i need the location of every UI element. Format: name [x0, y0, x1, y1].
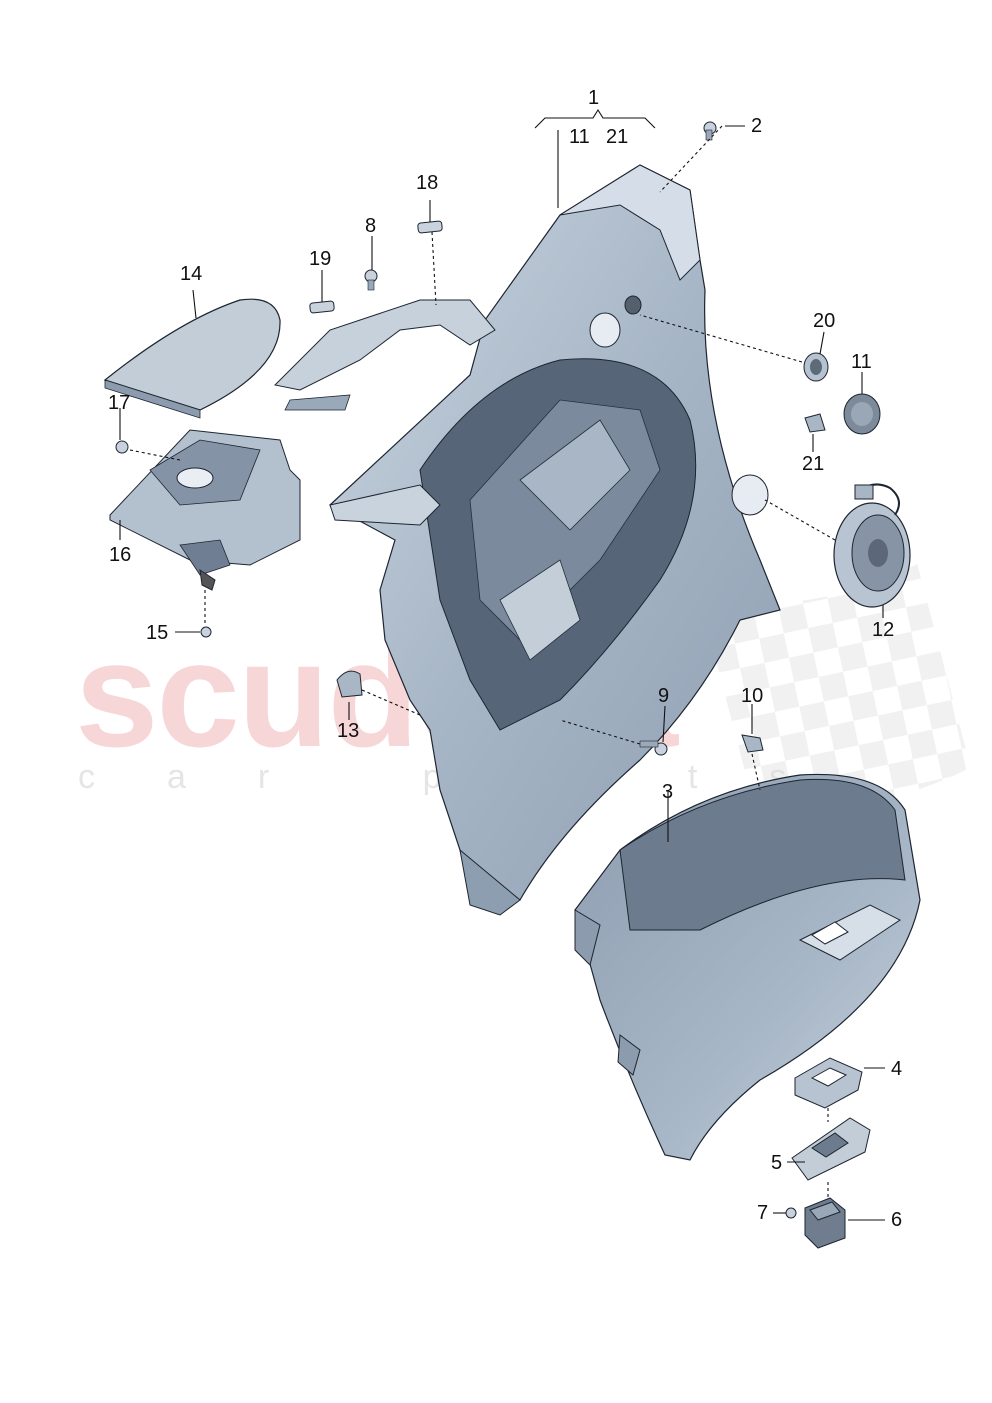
callout-8: 8 [365, 215, 377, 237]
screw-part-2 [703, 121, 717, 141]
callout-18: 18 [416, 172, 439, 194]
watermark-tagline: car parts [78, 758, 859, 796]
bracket-part-5 [791, 1117, 871, 1181]
clip-part-13 [336, 670, 363, 698]
callout-19: 19 [309, 248, 332, 270]
callout-12: 12 [872, 619, 895, 641]
speaker-part-12 [833, 483, 911, 608]
callout-4: 4 [891, 1058, 903, 1080]
pad-part-18 [417, 220, 443, 234]
callout-20: 20 [813, 310, 836, 332]
housing-part-16 [109, 429, 301, 591]
leader-lines [119, 108, 885, 1221]
callout-9: 9 [658, 685, 670, 707]
pad-part-19 [309, 300, 335, 314]
screw-part-8 [364, 269, 378, 291]
clip-part-10 [741, 734, 764, 753]
screw-part-17 [115, 440, 129, 454]
side-panel-part [328, 164, 781, 916]
speaker-cover-part-11 [843, 393, 881, 435]
callout-10: 10 [741, 685, 764, 707]
callout-7: 7 [757, 1202, 769, 1224]
callout-1: 1 [588, 87, 600, 109]
screw-part-15 [200, 626, 212, 638]
callout-21: 21 [802, 453, 825, 475]
lid-part-14 [103, 298, 281, 419]
callout-16: 16 [109, 544, 132, 566]
trim-strip-part [273, 299, 496, 411]
callout-6: 6 [891, 1209, 903, 1231]
callout-13: 13 [337, 720, 360, 742]
switch-part-6 [804, 1197, 846, 1249]
clip-part-21 [804, 413, 826, 433]
callout-14: 14 [180, 263, 203, 285]
bezel-part-4 [794, 1057, 863, 1109]
storage-bin-part-3 [574, 773, 921, 1161]
grommet-part-20 [803, 352, 829, 382]
callout-11: 11 [851, 351, 872, 373]
callout-15: 15 [146, 622, 169, 644]
callout-17: 17 [108, 392, 131, 414]
callout-2: 2 [751, 115, 763, 137]
callout-5: 5 [771, 1152, 783, 1174]
screw-part-7 [785, 1207, 797, 1219]
callout-3: 3 [662, 781, 674, 803]
callout-1-sub-21: 21 [606, 126, 629, 148]
callout-1-sub-11: 11 [569, 126, 590, 148]
watermark-checker [700, 564, 971, 808]
